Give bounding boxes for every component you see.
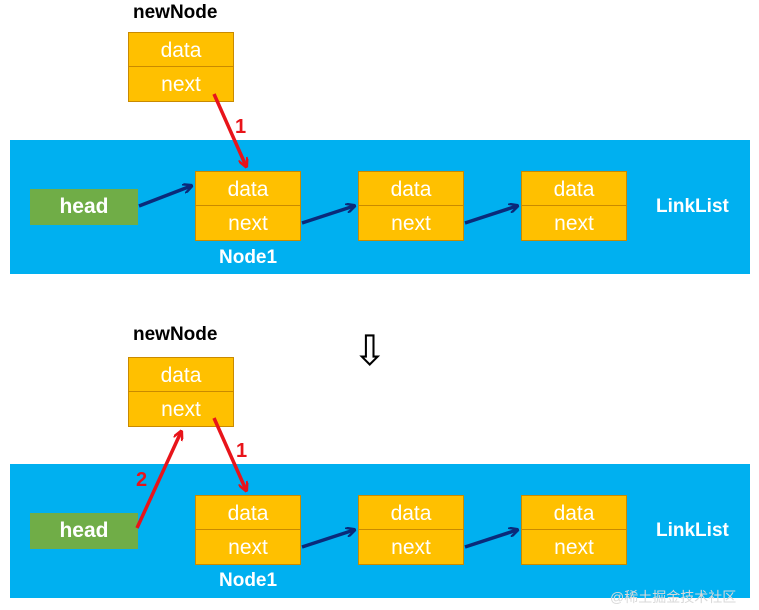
node-next-cell: next: [358, 206, 464, 241]
watermark: @稀土掘金技术社区: [610, 589, 737, 605]
node3-bottom: data next: [521, 495, 627, 565]
node3-top: data next: [521, 171, 627, 241]
node-next-cell: next: [195, 530, 301, 565]
node-data-cell: data: [358, 171, 464, 206]
node1-bottom: data next: [195, 495, 301, 565]
new-node-title-bottom: newNode: [133, 324, 218, 345]
new-node-title-top: newNode: [133, 2, 218, 23]
node-next-cell: next: [195, 206, 301, 241]
node2-top: data next: [358, 171, 464, 241]
down-arrow-icon: ⇩: [352, 327, 388, 374]
new-node-next-cell: next: [128, 67, 234, 102]
linklist-label-top: LinkList: [656, 196, 729, 217]
new-node-next-cell: next: [128, 392, 234, 427]
node-data-cell: data: [195, 171, 301, 206]
node-next-cell: next: [521, 530, 627, 565]
new-node-bottom: data next: [128, 357, 234, 427]
step1-label-bottom: 1: [236, 440, 248, 462]
node-data-cell: data: [358, 495, 464, 530]
step1-label-top: 1: [235, 116, 247, 138]
node2-bottom: data next: [358, 495, 464, 565]
head-box-bottom: head: [30, 513, 138, 549]
node-data-cell: data: [195, 495, 301, 530]
step2-label-bottom: 2: [136, 469, 148, 491]
linklist-label-bottom: LinkList: [656, 520, 729, 541]
node1-label-bottom: Node1: [219, 570, 278, 591]
new-node-data-cell: data: [128, 357, 234, 392]
head-box-top: head: [30, 189, 138, 225]
node-next-cell: next: [521, 206, 627, 241]
node-next-cell: next: [358, 530, 464, 565]
node-data-cell: data: [521, 495, 627, 530]
new-node-data-cell: data: [128, 32, 234, 67]
node-data-cell: data: [521, 171, 627, 206]
new-node-top: data next: [128, 32, 234, 102]
node1-top: data next: [195, 171, 301, 241]
node1-label-top: Node1: [219, 247, 278, 268]
